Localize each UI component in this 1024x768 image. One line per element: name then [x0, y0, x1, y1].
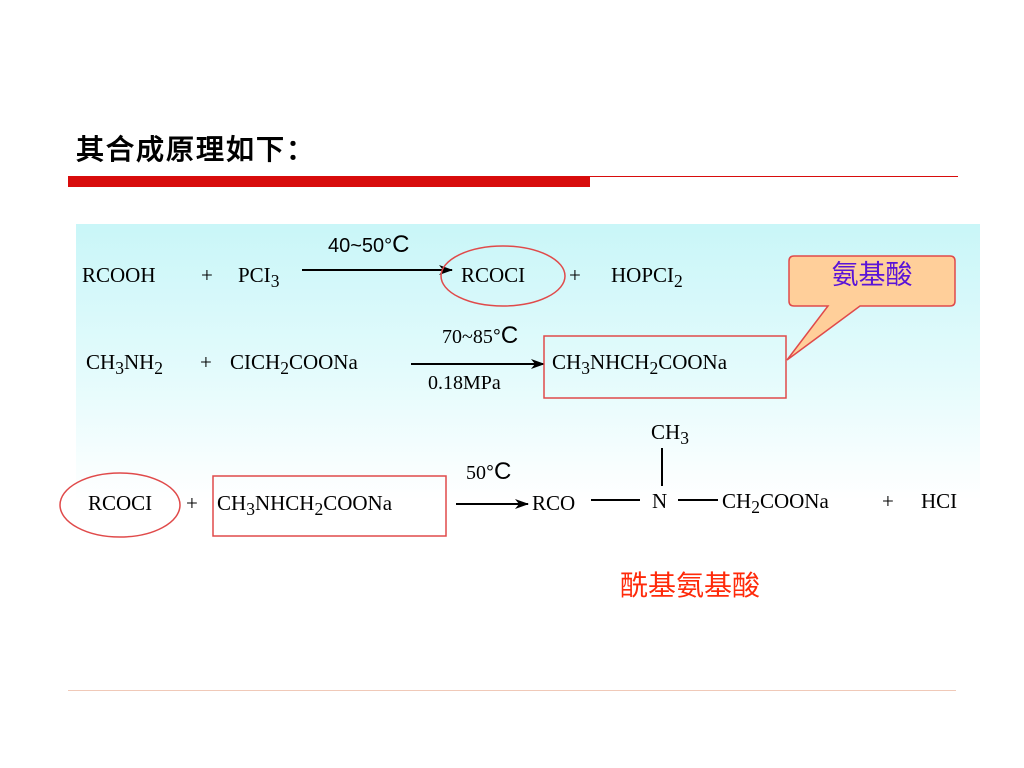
r3-reactant-sarcosinate: CH3NHCH2COONa: [217, 491, 393, 520]
callout-bubble: [786, 255, 956, 361]
slide-title: 其合成原理如下：: [76, 133, 317, 166]
r2-product-sarcosinate: CH3NHCH2COONa: [552, 350, 728, 379]
r3-reactant-rcoci: RCOCI: [88, 491, 153, 515]
r3-product-rco: RCO: [532, 491, 576, 515]
r2-reactant-ch3nh2: CH3NH2: [86, 350, 164, 379]
r3-plus-2: +: [882, 489, 894, 513]
r1-product-hopci2: HOPCI2: [611, 263, 683, 292]
r1-reactant-rcooh: RCOOH: [82, 263, 156, 287]
r2-reactant-chloroacetate: CICH2COONa: [230, 350, 358, 379]
title-underline-thin: [590, 176, 958, 177]
r2-condition-temp: 70~85°C: [442, 322, 519, 349]
r1-condition-temp: 40~50°C: [328, 231, 410, 258]
r3-product-tail: CH2COONa: [722, 489, 829, 518]
title-underline-thick: [68, 176, 590, 187]
footer-rule: [68, 690, 956, 691]
highlight-ellipse-rcoci-1: [440, 245, 566, 307]
r2-condition-pressure: 0.18MPa: [428, 372, 501, 394]
highlight-box-amino-acid-2: [212, 475, 447, 537]
r1-reactant-pci3: PCI3: [238, 263, 280, 292]
acyl-amino-acid-label: 酰基氨基酸: [620, 569, 761, 602]
r3-product-n: N: [652, 489, 668, 513]
r1-product-rcoci: RCOCI: [461, 263, 526, 287]
r3-product-methyl: CH3: [651, 420, 689, 449]
r3-byproduct-hci: HCI: [921, 489, 958, 513]
r3-plus-1: +: [186, 491, 198, 515]
highlight-box-amino-acid-1: [543, 335, 787, 399]
r1-plus-2: +: [569, 263, 581, 287]
callout-amino-acid-label: 氨基酸: [831, 260, 913, 291]
r3-condition-temp: 50°C: [466, 458, 512, 485]
r2-plus: +: [200, 350, 212, 374]
highlight-ellipse-rcoci-2: [59, 472, 181, 538]
r1-plus-1: +: [201, 263, 213, 287]
